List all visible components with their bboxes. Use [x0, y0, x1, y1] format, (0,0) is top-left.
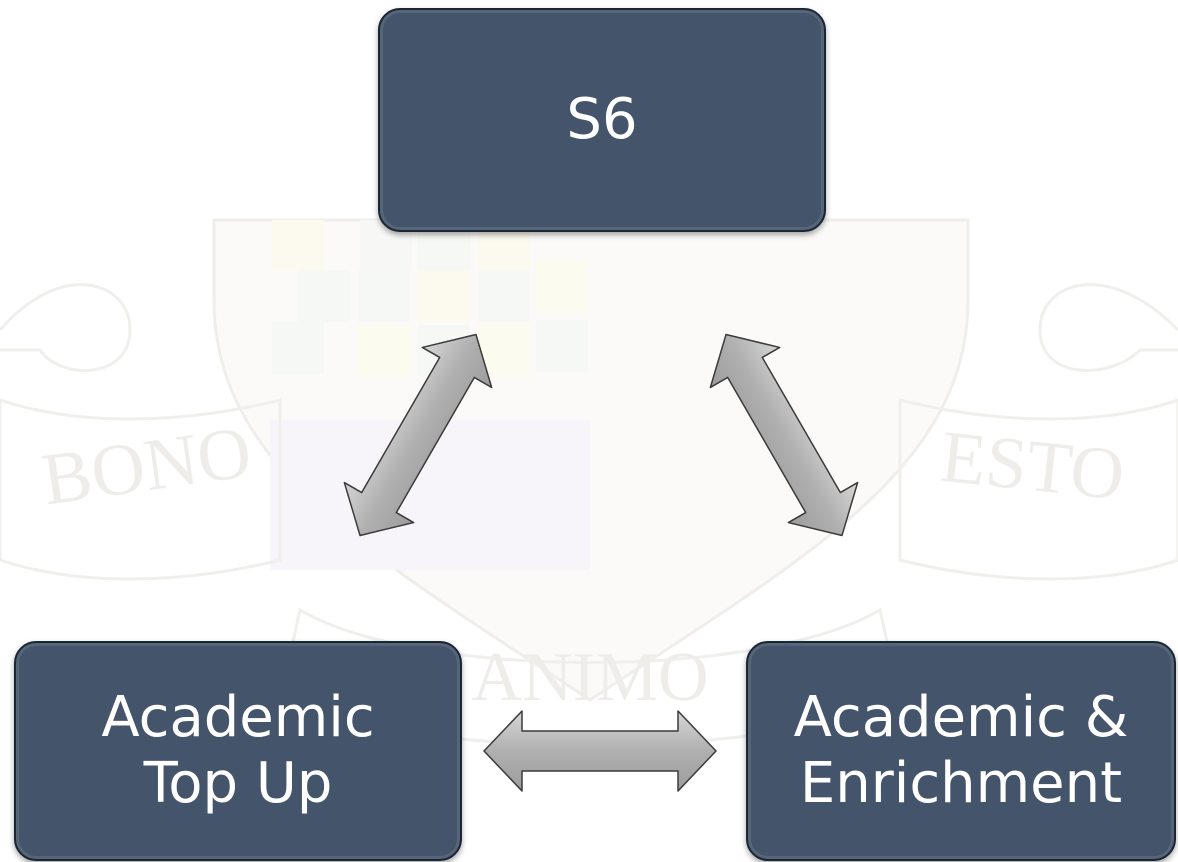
- arrow-s6-to-top-up: [343, 333, 493, 537]
- node-s6-label: S6: [566, 86, 638, 152]
- node-academic-enrichment-label: Academic & Enrichment: [793, 684, 1129, 816]
- node-academic-enrichment: Academic & Enrichment: [746, 641, 1176, 861]
- arrow-top-up-to-enrichment: [483, 710, 717, 792]
- crest-scroll-right: [898, 283, 1178, 581]
- motto-right-text: ESTO: [937, 416, 1128, 517]
- node-s6: S6: [378, 8, 826, 232]
- crest-scroll-left: [0, 283, 282, 581]
- arrow-s6-to-enrichment: [709, 333, 859, 537]
- motto-bottom-text: ANIMO: [471, 639, 708, 716]
- node-academic-top-up-label: Academic Top Up: [101, 684, 375, 816]
- node-academic-top-up: Academic Top Up: [14, 641, 462, 861]
